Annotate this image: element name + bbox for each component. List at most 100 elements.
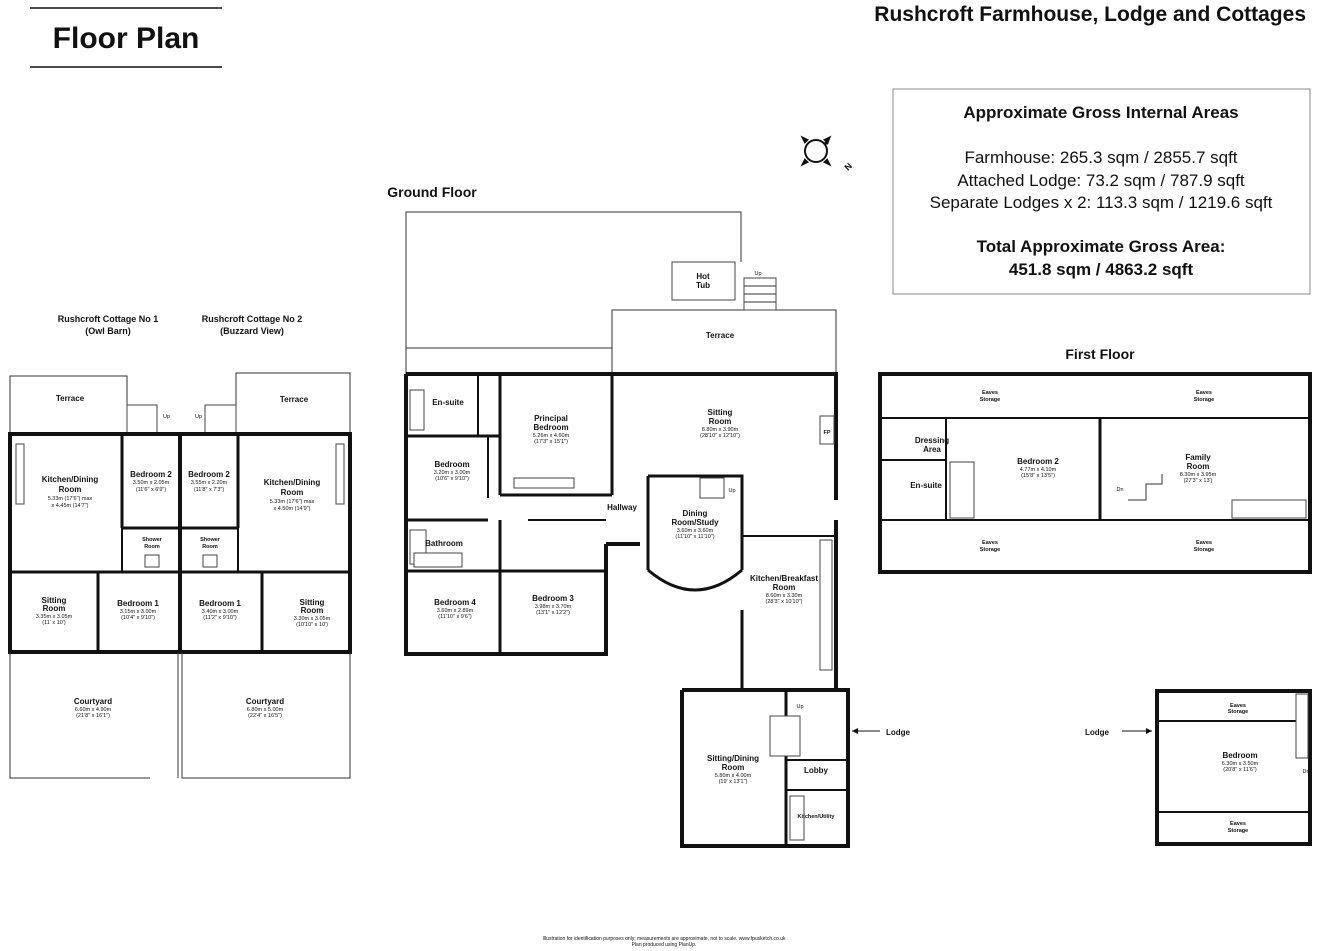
cottage2-kitchen-dim: 5.33m (17'6") max [270,499,315,505]
cottage1-bedroom1-dim-2: (10'4" x 9'10") [121,615,155,621]
cottage2-bedroom2-dim-2: (11'8" x 7'3") [194,487,225,493]
ff-eaves-2: Eaves [1196,390,1212,396]
cottage1-courtyard-dim-2: (21'8" x 16'1") [76,713,110,719]
ff-eaves-4: Eaves [1196,540,1212,546]
cottage2-bedroom2-label: Bedroom 2 [188,470,230,479]
cottage2-kitchen-label-2: Room [281,488,304,497]
lodge-eaves-2: Eaves [1230,821,1246,827]
fireplace-label: FP [823,430,830,436]
bedroom3-label: Bedroom 3 [532,594,574,603]
cottage2-sitting-label-2: Room [301,606,324,615]
cottage1-subtitle: (Owl Barn) [85,326,131,336]
hot-tub-label: Hot [696,272,710,281]
cottage1-sitting-dim: 3.35m x 3.05m [36,614,73,620]
ground-up-label: Up [754,271,761,277]
family-room-label: Family [1185,453,1211,462]
property-name: Rushcroft Farmhouse, Lodge and Cottages [874,3,1306,26]
family-room-label-2: Room [1187,462,1210,471]
cottage1-terrace-label: Terrace [56,394,85,403]
bathroom-label: Bathroom [425,539,463,548]
cottage2-up-label: Up [195,414,202,420]
title-block: Floor Plan [30,7,222,68]
hallway-label: Hallway [607,503,637,512]
cottage2-courtyard-dim-2: (22'4" x 16'5") [248,713,282,719]
lodge-eaves-1: Eaves [1230,703,1246,709]
sitting-room-dim: 8.80m x 3.90m [702,427,739,433]
kitchen-label: Kitchen/Breakfast [750,574,818,583]
ff-eaves-2-storage: Storage [1194,397,1214,403]
cottage1-up-label: Up [163,414,170,420]
cottage2-courtyard-label: Courtyard [246,697,284,706]
bedroom-label: Bedroom [434,460,469,469]
ff-eaves-3: Eaves [982,540,998,546]
kitchen-dim-2: (28'3" x 10'10") [766,599,803,605]
ff-eaves-1-storage: Storage [980,397,1000,403]
cottage2-bedroom1-dim-2: (11'2" x 9'10") [203,615,237,621]
sitting-room-dim-2: (28'10" x 12'10") [700,433,740,439]
area-attached-lodge: Attached Lodge: 73.2 sqm / 787.9 sqft [957,171,1245,190]
bedroom4-label: Bedroom 4 [434,598,476,607]
areas-box: Approximate Gross Internal Areas Farmhou… [892,88,1311,295]
ground-floor-plan: Hot Tub Up Terrace [404,211,911,848]
lobby-label: Lobby [804,766,829,775]
lodge-bedroom-dim-2: (20'8" x 11'6") [1223,767,1257,773]
ff-bedroom2-dim-2: (15'8" x 13'5") [1021,473,1055,479]
lodge-up-label: Up [796,704,803,710]
area-separate-lodges: Separate Lodges x 2: 113.3 sqm / 1219.6 … [930,193,1273,212]
principal-bedroom-dim: 5.26m x 4.60m [533,433,570,439]
cottage1-bedroom2-label: Bedroom 2 [130,470,172,479]
utility-label: Kitchen/Utility [798,814,836,820]
cottage1-shower-label: Shower [142,537,163,543]
cottage1-courtyard-label: Courtyard [74,697,112,706]
kitchen-label-2: Room [773,583,796,592]
ground-floor-heading: Ground Floor [387,184,477,200]
lodge-arrow-label: Lodge [886,728,911,737]
bedroom-dim-2: (10'6" x 9'10") [435,476,469,482]
area-farmhouse: Farmhouse: 265.3 sqm / 2855.7 sqft [964,148,1237,167]
bedroom-dim: 3.20m x 3.00m [434,470,471,476]
lodge-first-floor-plan: Eaves Storage Eaves Storage Bedroom 6.30… [1085,689,1312,846]
principal-bedroom-label: Principal [534,414,568,423]
cottage2-kitchen-dim-2: x 4.50m (14'9") [274,506,311,512]
family-room-dim-2: (27'3" x 13') [1184,478,1213,484]
ff-eaves-1: Eaves [982,390,998,396]
ff-dn-label: Dn [1116,487,1123,493]
ff-eaves-4-storage: Storage [1194,547,1214,553]
ff-eaves-3-storage: Storage [980,547,1000,553]
cottage2-bedroom1-dim: 3.40m x 3.00m [202,609,239,615]
cottage2-title: Rushcroft Cottage No 2 [202,314,303,324]
cottage1-sitting-dim-2: (11' x 10') [42,620,66,626]
cottage2-subtitle: (Buzzard View) [220,326,284,336]
compass-north: N [842,161,854,173]
first-floor-heading: First Floor [1065,346,1135,362]
dressing-area-label: Dressing [915,436,949,445]
cottage2-sitting-dim-2: (10'10" x 10') [296,622,328,628]
dining-room-label: Dining [683,509,708,518]
cottage1-bedroom2-dim: 3.50m x 2.05m [133,480,170,486]
total-heading: Total Approximate Gross Area: [977,237,1226,256]
cottage2-kitchen-label: Kitchen/Dining [264,478,321,487]
cottage2-bedroom1-label: Bedroom 1 [199,599,241,608]
lodge-eaves-1-storage: Storage [1228,709,1248,715]
principal-bedroom-label-2: Bedroom [533,423,568,432]
cottage1-kitchen-label: Kitchen/Dining [42,475,99,484]
cottage2-shower-label: Shower [200,537,221,543]
cottage1-kitchen-dim-2: x 4.45m (14'7") [52,503,89,509]
page-title: Floor Plan [53,22,200,55]
cottage2-sitting-dim: 3.30m x 3.05m [294,616,331,622]
bedroom4-dim-2: (11'10" x 9'6") [438,614,472,620]
terrace-label: Terrace [706,331,735,340]
total-value: 451.8 sqm / 4863.2 sqft [1009,260,1194,279]
sitting-dining-dim: 5.80m x 4.00m [715,773,752,779]
cottage1-kitchen-dim: 5.33m (17'6") max [48,496,93,502]
first-floor-plan: Eaves Storage Eaves Storage Eaves Storag… [878,372,1312,574]
compass-icon: N [800,135,854,173]
lodge-bedroom-label: Bedroom [1222,751,1257,760]
cottage1-sitting-label-2: Room [43,604,66,613]
lodge-first-label: Lodge [1085,728,1110,737]
sitting-dining-label: Sitting/Dining [707,754,759,763]
lodge-eaves-2-storage: Storage [1228,828,1248,834]
principal-bedroom-dim-2: (17'3" x 15'1") [534,439,568,445]
cottage1-sitting-label: Sitting [42,596,67,605]
